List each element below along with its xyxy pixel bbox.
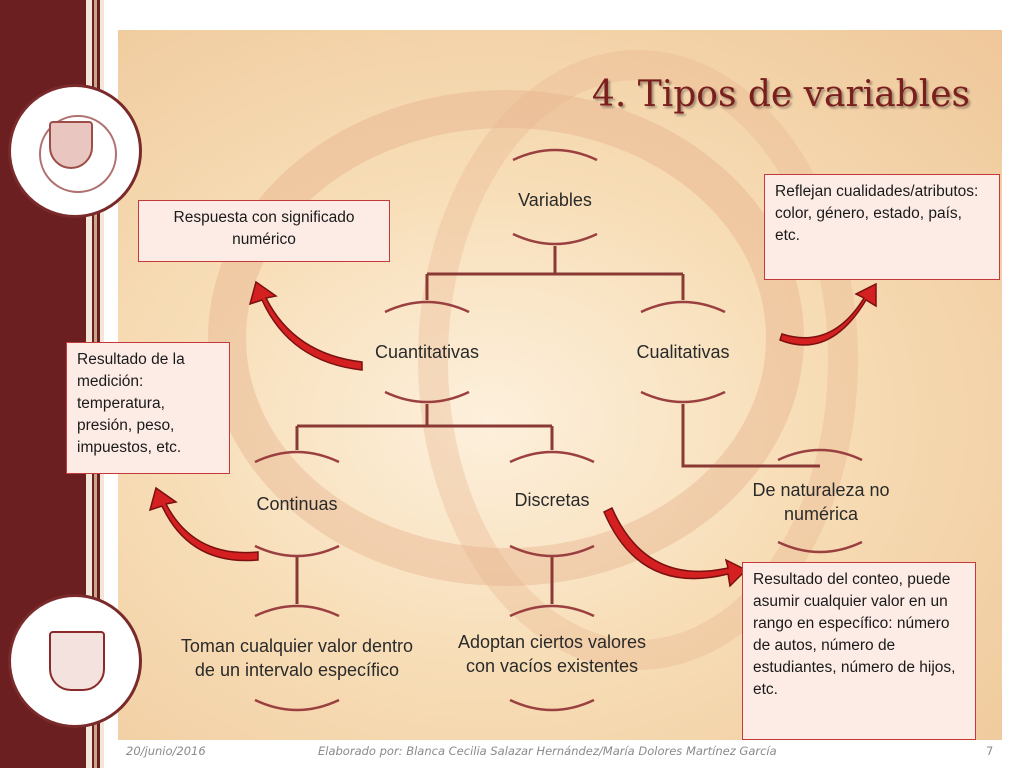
node-discretas: Discretas (514, 490, 590, 510)
curved-arrow-icon (603, 506, 748, 588)
curved-arrow-icon (148, 486, 259, 562)
node-arc-cuantitativas (384, 300, 470, 404)
node-naturaleza: De naturaleza no numérica (752, 480, 890, 524)
connector-cualitativas (681, 404, 820, 468)
node-variables: Variables (518, 190, 592, 210)
node-arc-continuas-desc (254, 604, 340, 712)
icea-shield-icon (49, 631, 105, 691)
curved-arrow-icon (248, 280, 363, 371)
footer-author: Elaborado por: Blanca Cecilia Salazar He… (318, 744, 777, 758)
slide-title: 4. Tipos de variables (591, 74, 970, 115)
node-continuas: Continuas (256, 494, 338, 514)
node-cualitativas: Cualitativas (636, 342, 730, 362)
callout-continuas: Resultado de la medición: temperatura, p… (66, 342, 230, 474)
callout-cuantitativas: Respuesta con significado numérico (138, 200, 390, 262)
connector-cuantitativas (295, 404, 554, 450)
curved-arrow-icon (779, 282, 877, 346)
node-cuantitativas: Cuantitativas (374, 342, 480, 362)
node-discretas-desc: Adoptan ciertos valores con vacíos exist… (457, 632, 647, 676)
callout-cualitativas: Reflejan cualidades/atributos: color, gé… (764, 174, 1000, 280)
page-number: 7 (986, 744, 994, 758)
seal-ring (39, 115, 117, 193)
university-seal-logo (8, 84, 142, 218)
node-arc-cualitativas (640, 300, 726, 404)
footer-date: 20/junio/2016 (126, 744, 206, 758)
node-arc-discretas (509, 450, 595, 558)
node-arc-naturaleza (777, 448, 863, 554)
node-arc-continuas (254, 450, 340, 558)
icea-logo (8, 594, 142, 728)
node-continuas-desc: Toman cualquier valor dentro de un inter… (180, 636, 414, 680)
node-arc-variables (512, 148, 598, 246)
connector-variables (425, 246, 685, 300)
node-arc-discretas-desc (509, 604, 595, 712)
callout-discretas: Resultado del conteo, puede asumir cualq… (742, 562, 976, 740)
shield-icon (49, 121, 93, 169)
